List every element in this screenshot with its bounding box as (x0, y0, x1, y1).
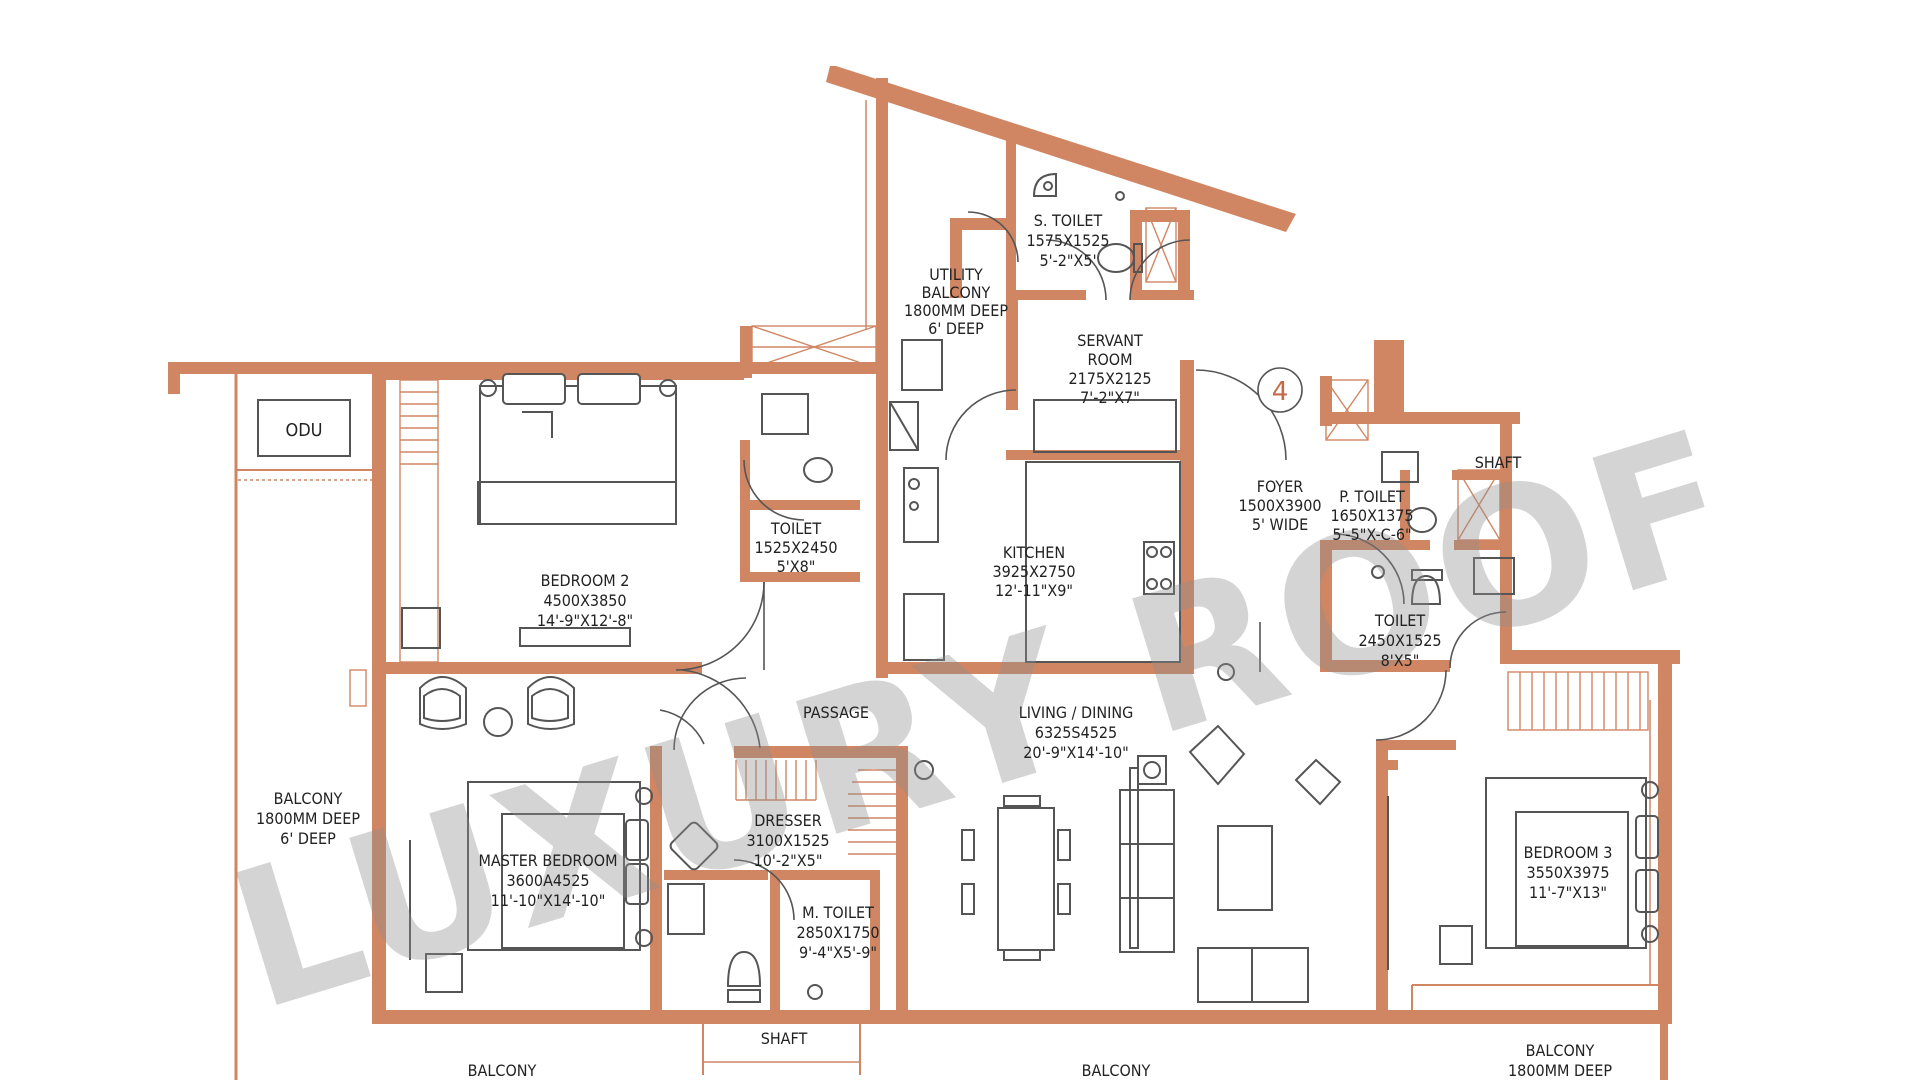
unit-number-badge: 4 (1257, 367, 1303, 413)
dining-table (997, 807, 1055, 951)
furniture (257, 172, 1659, 1003)
unit-number: 4 (1272, 377, 1289, 407)
svg-text:SHAFT: SHAFT (1475, 453, 1522, 472)
bedroom-2-bed (479, 385, 677, 525)
svg-text:BALCONY: BALCONY (1082, 1061, 1151, 1080)
lounge-chairs (419, 676, 575, 737)
bedroom-3-bed (1485, 777, 1647, 949)
odu-unit (257, 399, 351, 457)
svg-text:SHAFT: SHAFT (761, 1029, 808, 1048)
kitchen-sink (903, 467, 939, 543)
master-bed (467, 781, 641, 951)
coffee-table (1217, 825, 1273, 911)
svg-text:BALCONY: BALCONY (468, 1061, 537, 1080)
walls (168, 66, 1680, 1080)
svg-text:ODU: ODU (285, 420, 322, 441)
hob (1143, 541, 1175, 595)
railing-hatching (349, 207, 1649, 855)
svg-text:PASSAGE: PASSAGE (803, 703, 869, 722)
sofa-left (1119, 789, 1175, 953)
balcony-outlines (234, 100, 1660, 1080)
